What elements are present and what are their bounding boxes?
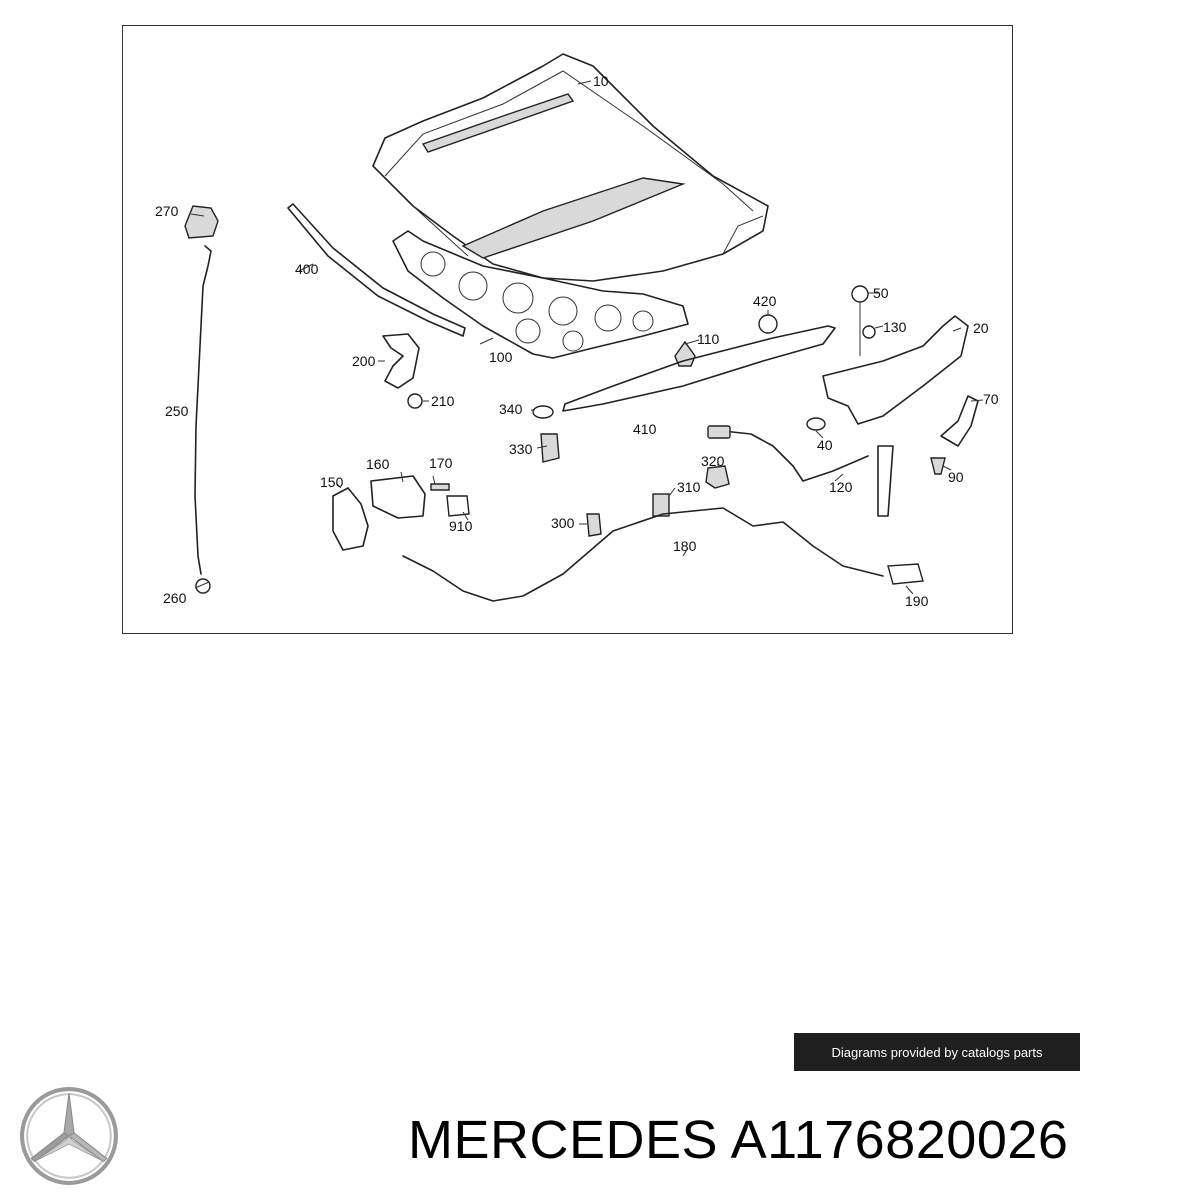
brand-name: MERCEDES [408, 1110, 719, 1170]
part-hood-panel [372, 53, 769, 282]
part-320-clip [705, 465, 730, 489]
part-190-handle [887, 563, 924, 585]
callout-70: 70 [983, 391, 999, 407]
part-180-release-cable [402, 507, 884, 602]
callout-320: 320 [701, 453, 725, 469]
part-120-cable [722, 430, 869, 482]
part-20-hinge [822, 315, 969, 425]
parts-diagram: 10 270 400 100 420 50 130 20 200 110 210… [122, 25, 1013, 634]
callout-310: 310 [677, 479, 701, 495]
part-70-hinge-cover [940, 395, 979, 447]
callout-160: 160 [366, 456, 390, 472]
callout-340: 340 [499, 401, 523, 417]
part-150-lock [332, 487, 369, 551]
callout-260: 260 [163, 590, 187, 606]
part-410-strip [562, 325, 836, 412]
callout-50: 50 [873, 285, 889, 301]
callout-910: 910 [449, 518, 473, 534]
credit-text: Diagrams provided by catalogs parts [831, 1044, 1043, 1060]
callout-210: 210 [431, 393, 455, 409]
part-120-connector [707, 425, 731, 439]
part-inner-frame [392, 230, 689, 359]
callout-110: 110 [697, 331, 720, 347]
callout-270: 270 [155, 203, 179, 219]
callout-130: 130 [883, 319, 907, 335]
diagram-credit-badge: Diagrams provided by catalogs parts [794, 1033, 1080, 1071]
part-210-grommet [407, 393, 423, 409]
part-40-washer [806, 417, 826, 431]
part-number: A1176820026 [730, 1110, 1069, 1170]
part-340-nut [532, 405, 554, 419]
callout-420: 420 [753, 293, 777, 309]
mercedes-star-icon [20, 1087, 118, 1185]
part-270-bracket [184, 205, 219, 239]
part-420-clip [758, 314, 778, 334]
part-330-clip [540, 433, 560, 463]
callout-100: 100 [489, 349, 513, 365]
part-910-plug [446, 495, 470, 517]
callout-90: 90 [948, 469, 964, 485]
callout-170: 170 [429, 455, 453, 471]
callout-10: 10 [593, 73, 609, 89]
callout-410: 410 [633, 421, 657, 437]
callout-190: 190 [905, 593, 929, 609]
part-seal-strip [287, 203, 466, 337]
part-200-bracket [382, 333, 420, 389]
callout-330: 330 [509, 441, 533, 457]
callout-150: 150 [320, 474, 344, 490]
part-250-support-rod [194, 245, 212, 575]
callout-180: 180 [673, 538, 697, 554]
part-120-strut [877, 445, 894, 517]
part-300-clip [586, 513, 602, 537]
callout-20: 20 [973, 320, 989, 336]
exploded-view-drawing: 10 270 400 100 420 50 130 20 200 110 210… [155, 53, 999, 609]
callout-200: 200 [352, 353, 376, 369]
callout-250: 250 [165, 403, 189, 419]
part-90-screw [930, 457, 946, 475]
callout-40: 40 [817, 437, 833, 453]
part-170-bolt [430, 483, 450, 491]
callout-400: 400 [295, 261, 319, 277]
part-160-lock-bracket [370, 475, 426, 519]
part-heading: MERCEDES A1176820026 [408, 1108, 1068, 1172]
part-260-clip [195, 578, 211, 594]
callout-300: 300 [551, 515, 575, 531]
part-50-bolt [851, 285, 869, 303]
callout-120: 120 [829, 479, 853, 495]
part-130-nut [862, 325, 876, 339]
part-310-clip [652, 493, 670, 517]
